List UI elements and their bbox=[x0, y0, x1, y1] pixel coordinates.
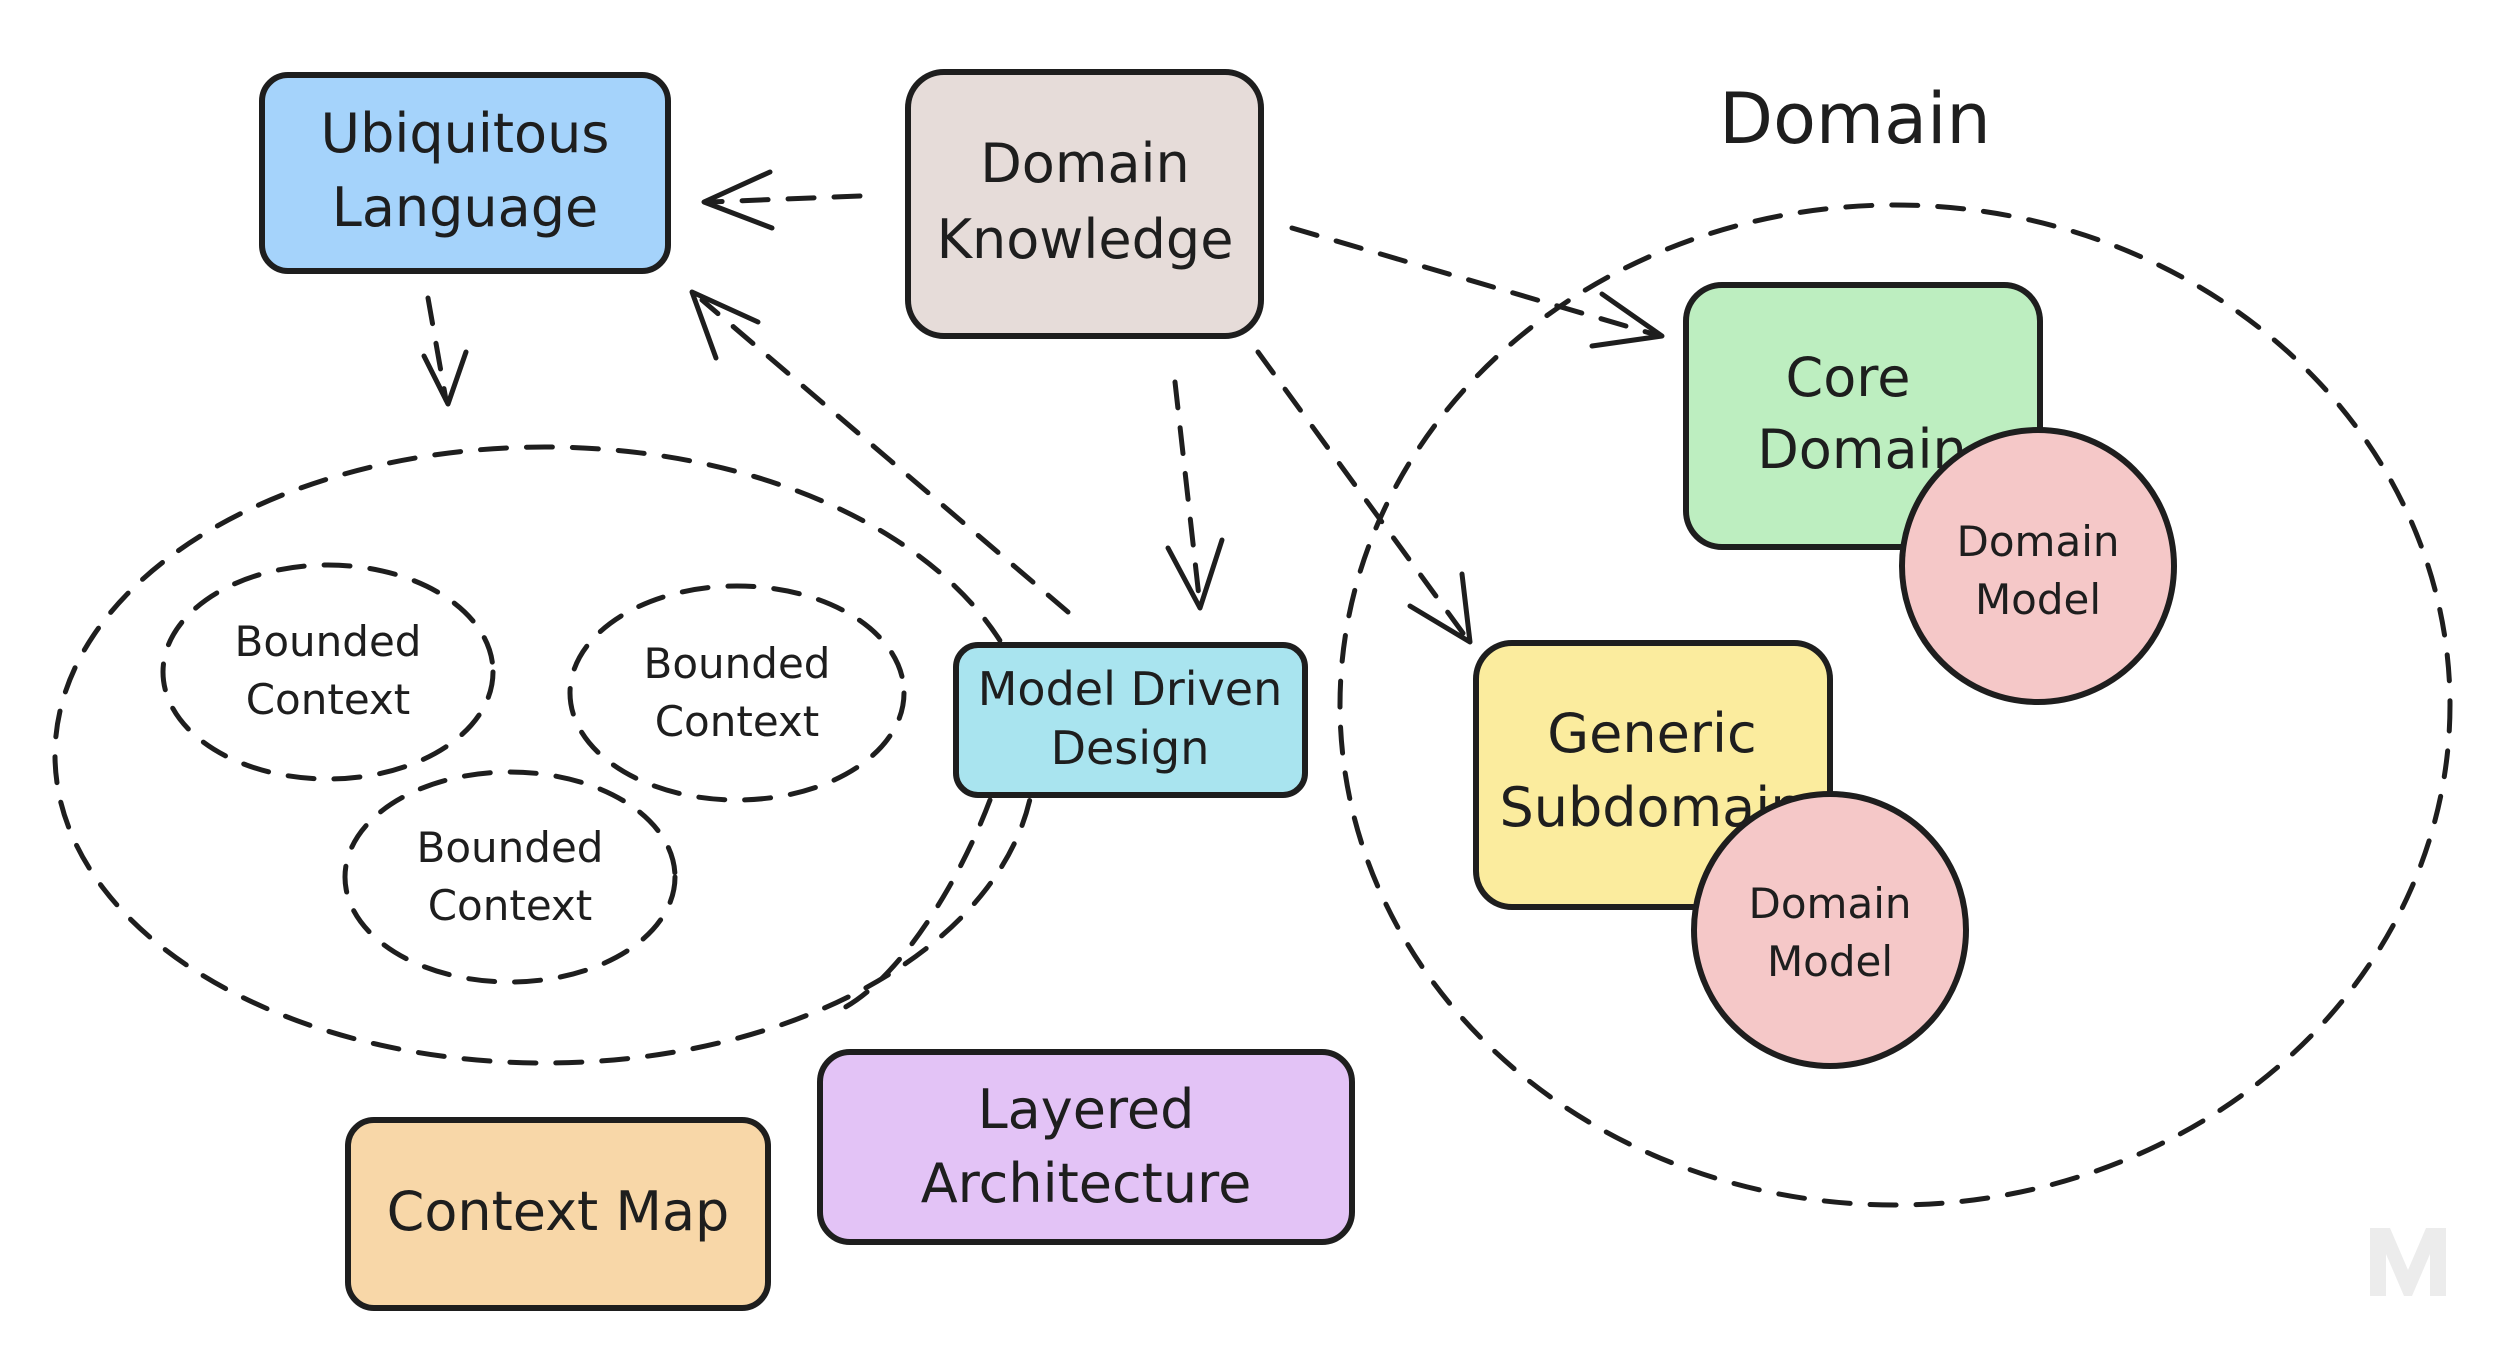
core-domain-line1: Core bbox=[1786, 346, 1911, 409]
generic-subdomain-model-line1: Domain bbox=[1749, 879, 1912, 928]
ubiquitous-language-rect bbox=[259, 72, 671, 274]
domain-knowledge-line1: Domain bbox=[980, 132, 1190, 195]
bounded-context-1[interactable]: Bounded Context bbox=[160, 562, 496, 782]
context-map-rect bbox=[345, 1117, 771, 1311]
arrow-knowledge-to-model-design bbox=[1165, 379, 1225, 611]
bounded-context-2[interactable]: Bounded Context bbox=[567, 583, 907, 803]
arrow-language-to-bounded-contexts bbox=[421, 295, 469, 407]
core-domain-model-line2: Model bbox=[1975, 575, 2101, 624]
context-map-box[interactable]: Context Map bbox=[345, 1117, 771, 1311]
bounded-context-3[interactable]: Bounded Context bbox=[342, 769, 678, 985]
core-domain-model-circle bbox=[1899, 427, 2177, 705]
layered-architecture-line1: Layered bbox=[978, 1078, 1195, 1141]
model-driven-design-line2: Design bbox=[1051, 721, 1210, 775]
model-driven-design-box[interactable]: Model Driven Design bbox=[953, 642, 1308, 798]
bounded-context-3-line1: Bounded bbox=[417, 823, 604, 872]
domain-title: Domain bbox=[1719, 78, 1991, 160]
generic-subdomain-line1: Generic bbox=[1547, 702, 1756, 765]
model-driven-design-line1: Model Driven bbox=[978, 662, 1283, 716]
generic-subdomain-model[interactable]: Domain Model bbox=[1691, 791, 1969, 1069]
model-driven-design-rect bbox=[953, 642, 1308, 798]
bounded-context-1-line2: Context bbox=[246, 675, 411, 724]
bounded-context-3-line2: Context bbox=[428, 881, 593, 930]
domain-knowledge-line2: Knowledge bbox=[937, 208, 1234, 271]
ubiquitous-language-box[interactable]: Ubiquitous Language bbox=[259, 72, 671, 274]
bounded-context-2-line2: Context bbox=[655, 697, 820, 746]
domain-knowledge-box[interactable]: Domain Knowledge bbox=[905, 69, 1264, 339]
core-domain-model-line1: Domain bbox=[1957, 517, 2120, 566]
context-map-label: Context Map bbox=[387, 1180, 730, 1243]
arrow-knowledge-to-generic-subdomain bbox=[1255, 349, 1473, 645]
generic-subdomain-model-line2: Model bbox=[1767, 937, 1893, 986]
generic-subdomain-model-circle bbox=[1691, 791, 1969, 1069]
domain-knowledge-rect bbox=[905, 69, 1264, 339]
ubiquitous-language-line2: Language bbox=[332, 176, 599, 239]
layered-architecture-line2: Architecture bbox=[921, 1152, 1252, 1215]
ubiquitous-language-line1: Ubiquitous bbox=[321, 102, 610, 165]
core-domain-line2: Domain bbox=[1757, 418, 1967, 481]
arrow-model-design-to-language bbox=[689, 289, 1071, 615]
core-domain-model[interactable]: Domain Model bbox=[1899, 427, 2177, 705]
medium-logo-icon bbox=[2370, 1228, 2446, 1296]
bounded-context-1-line1: Bounded bbox=[235, 617, 422, 666]
layered-architecture-box[interactable]: Layered Architecture bbox=[817, 1049, 1355, 1245]
connector-model-design-to-bounded-contexts bbox=[837, 797, 993, 1013]
arrow-knowledge-to-language bbox=[701, 169, 863, 231]
domain-boundary bbox=[1337, 202, 2453, 1208]
arrow-knowledge-to-core-domain bbox=[1289, 225, 1665, 349]
layered-architecture-rect bbox=[817, 1049, 1355, 1245]
bounded-context-2-line1: Bounded bbox=[644, 639, 831, 688]
